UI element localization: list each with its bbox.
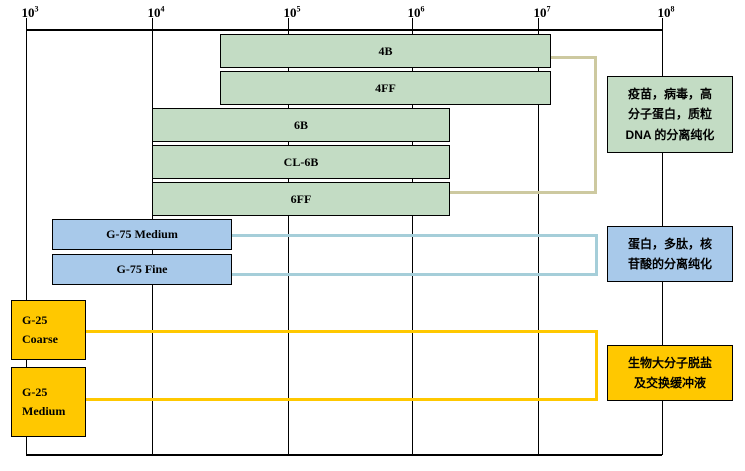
callout-agarose-applications: 疫苗，病毒，高 分子蛋白，质粒 DNA 的分离纯化 [607, 76, 733, 153]
tick-label-1e4: 104 [147, 4, 165, 20]
tick-label-1e6: 106 [407, 4, 425, 20]
bar-4B[interactable]: 4B [220, 34, 551, 68]
callout-line-2: 及交换缓冲液 [633, 376, 706, 390]
tick-label-1e8: 108 [657, 4, 675, 20]
axis-bottom-line [26, 454, 662, 456]
tick-label-1e7: 107 [533, 4, 551, 20]
bar-label: G-75 Medium [106, 227, 178, 241]
bar-label: G-25 Coarse [22, 311, 58, 348]
axis-top-line [26, 29, 662, 31]
callout-line-2: 分子蛋白，质粒 [627, 107, 712, 122]
bar-label-line-2: Medium [22, 404, 66, 418]
callout-g75-applications: 蛋白，多肽，核 苷酸的分离纯化 [607, 226, 733, 282]
bar-label: G-25 Medium [22, 383, 65, 420]
bar-label-line-2: Coarse [22, 332, 58, 346]
gridline-1e3 [26, 18, 27, 455]
bar-G-75-Fine[interactable]: G-75 Fine [52, 254, 232, 285]
bar-G-75-Medium[interactable]: G-75 Medium [52, 219, 232, 250]
bar-6B[interactable]: 6B [152, 108, 450, 142]
callout-line-1: 蛋白，多肽，核 [627, 236, 712, 251]
bar-label: CL-6B [283, 154, 319, 169]
bar-label: 6B [293, 117, 308, 132]
connector-bracket-g25 [85, 330, 598, 401]
bar-label: G-75 Fine [116, 262, 168, 276]
bar-4FF[interactable]: 4FF [220, 71, 551, 105]
connector-bracket-g75 [232, 234, 598, 276]
bar-label-line-1: G-25 [22, 313, 48, 328]
callout-line-1: 疫苗，病毒，高 [627, 86, 712, 101]
bar-label: 4B [378, 43, 393, 58]
callout-line-2: 苷酸的分离纯化 [627, 257, 712, 271]
bar-label-line-1: G-25 [22, 385, 48, 400]
bar-G-25-Medium[interactable]: G-25 Medium [11, 367, 86, 437]
callout-line-3: DNA 的分离纯化 [625, 127, 715, 142]
bar-label: 6FF [290, 191, 312, 206]
tick-label-1e5: 105 [283, 4, 301, 20]
bar-6FF[interactable]: 6FF [152, 182, 450, 216]
callout-line-1: 生物大分子脱盐 [627, 355, 712, 370]
bar-label: 4FF [375, 80, 396, 95]
tick-label-1e3: 103 [21, 4, 39, 20]
callout-g25-applications: 生物大分子脱盐 及交换缓冲液 [607, 345, 733, 401]
bar-G-25-Coarse[interactable]: G-25 Coarse [11, 300, 86, 360]
bar-CL-6B[interactable]: CL-6B [152, 145, 450, 179]
